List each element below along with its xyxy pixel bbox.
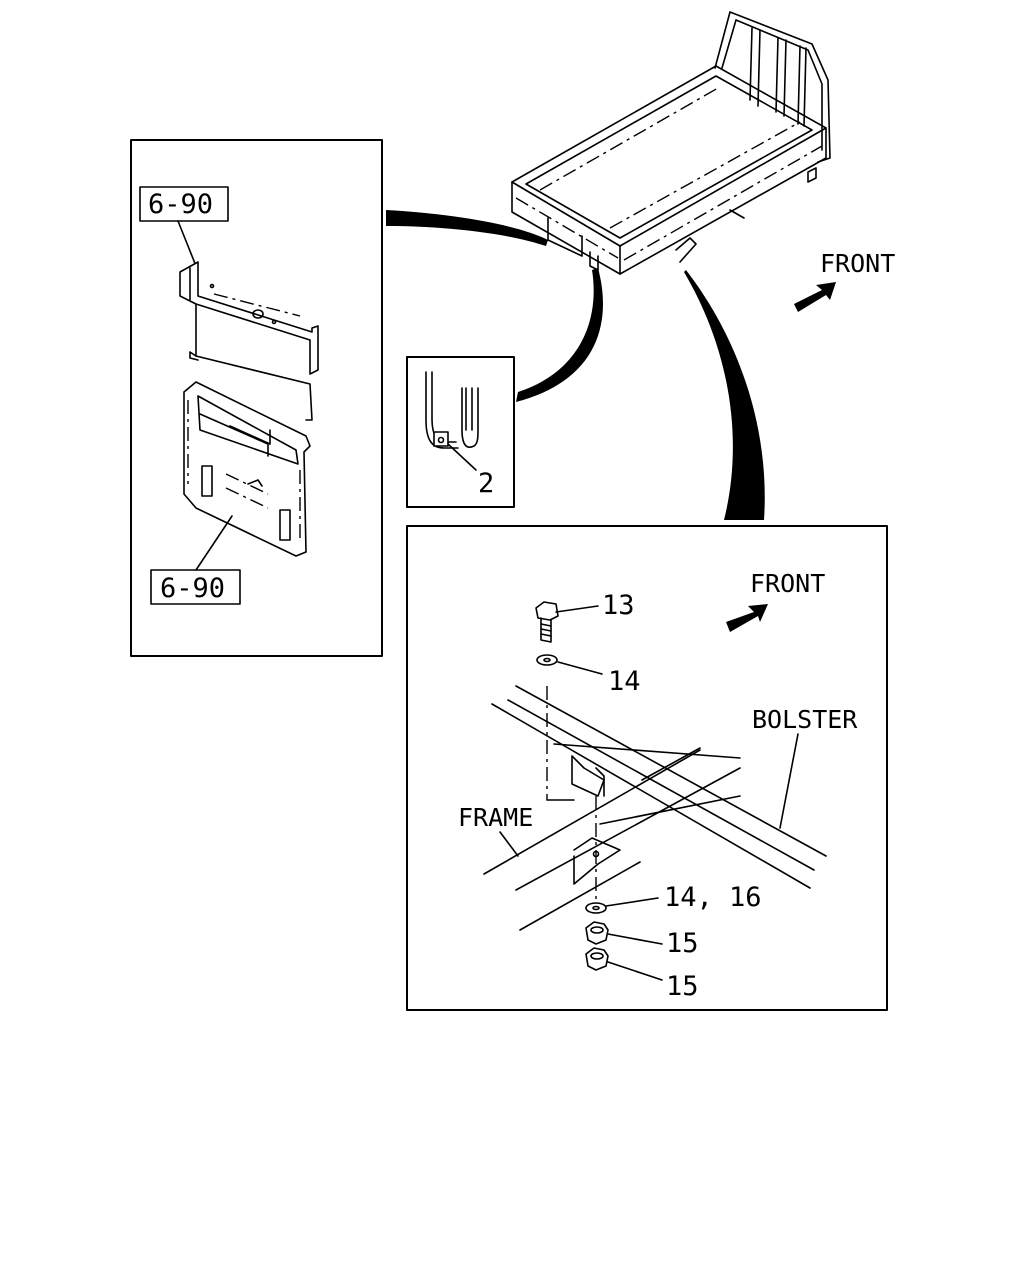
leader-swoosh-right — [684, 270, 765, 520]
front-arrow-detail-icon — [726, 604, 768, 632]
leader-swoosh-middle — [516, 268, 603, 402]
callout-part-14: 14 — [608, 666, 641, 697]
frame-label: FRAME — [458, 803, 533, 832]
bolster-mount-detail-box: FRONT 13 14 — [406, 525, 888, 1011]
mud-flap-detail-box: 6-90 6-90 — [130, 139, 383, 657]
u-bolt-detail-box: 2 — [406, 356, 515, 508]
callout-part-2: 2 — [478, 468, 494, 499]
bolster-label: BOLSTER — [752, 705, 858, 734]
ref-label-upper: 6-90 — [148, 189, 213, 220]
leader-swoosh-left — [386, 210, 548, 246]
front-arrow-icon — [794, 282, 836, 312]
front-label-top: FRONT — [820, 249, 895, 278]
callout-part-15-lower: 15 — [666, 971, 699, 1002]
ref-box-upper — [139, 186, 229, 222]
truck-bed-illustration — [511, 11, 831, 275]
callout-part-13: 13 — [602, 590, 635, 621]
ref-label-lower: 6-90 — [160, 573, 225, 604]
callout-part-15-upper: 15 — [666, 928, 699, 959]
ref-box-lower — [150, 569, 241, 605]
bolt-13 — [535, 601, 559, 643]
front-label-detail: FRONT — [750, 569, 825, 598]
callout-part-14-16: 14, 16 — [664, 882, 762, 913]
